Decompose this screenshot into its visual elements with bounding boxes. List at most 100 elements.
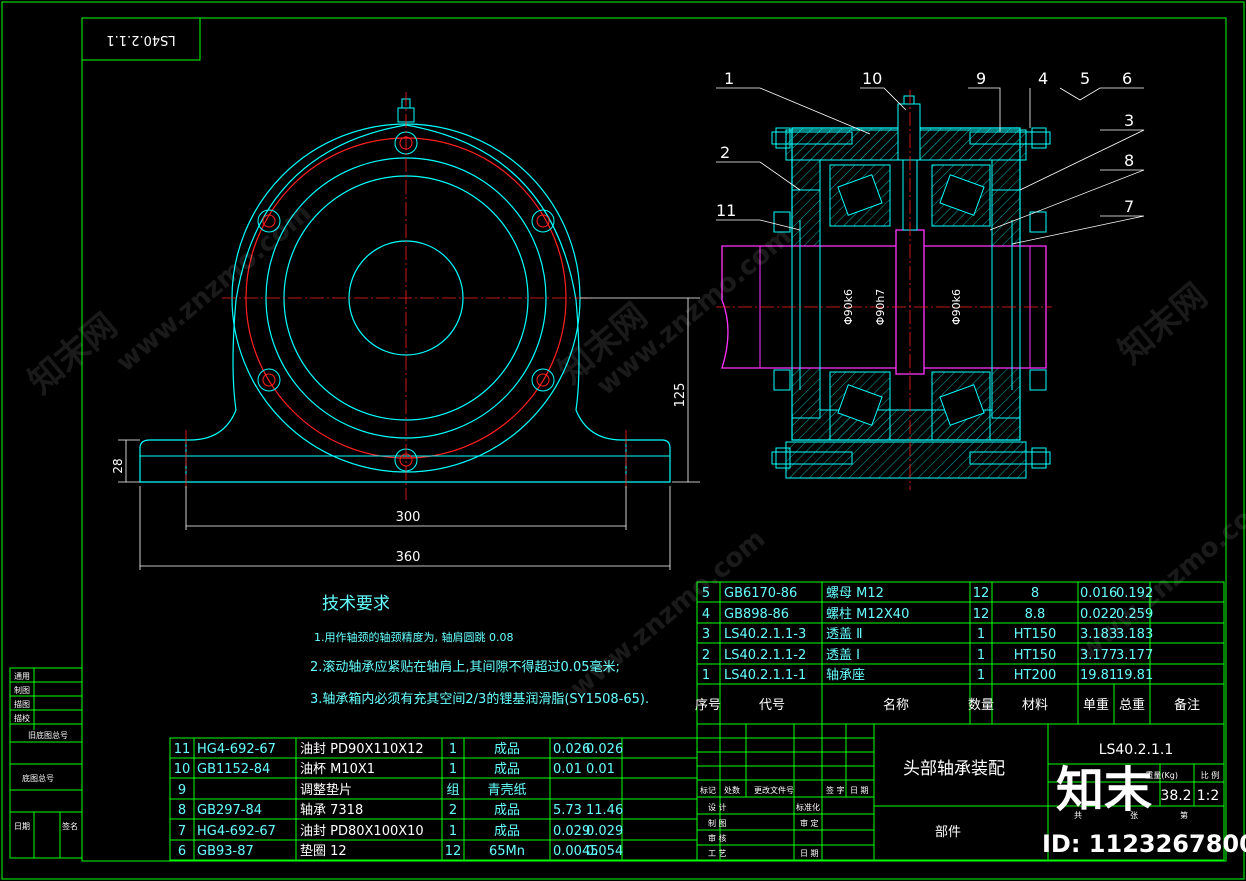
bom-cell: 1 xyxy=(449,742,457,757)
bom-cell: 螺柱 M12X40 xyxy=(826,607,909,622)
bom-cell: 0.016 xyxy=(1080,586,1117,601)
bom-cell: 油封 PD90X110X12 xyxy=(300,742,424,757)
bom-cell: 12 xyxy=(445,844,462,859)
bom-header-cell: 材料 xyxy=(1022,698,1048,713)
part-label: 5 xyxy=(1080,69,1090,88)
bom-cell: 11.46 xyxy=(586,803,623,818)
bom-cell: 12 xyxy=(973,607,990,622)
bom-cell: 8 xyxy=(1031,586,1039,601)
weight-label: 重量(Kg) xyxy=(1145,770,1178,780)
part-label: 4 xyxy=(1038,69,1048,88)
bom-header-cell: 代号 xyxy=(759,698,785,713)
bom-cell: 3.177 xyxy=(1080,648,1117,663)
drawing-no-text: LS40.2.1.1 xyxy=(1099,742,1174,758)
sign-cell-right: 审 定 xyxy=(800,818,819,828)
brand-overlay: 知末 ID: 1123267800 xyxy=(1042,762,1246,858)
margin-label: 签名 xyxy=(62,821,78,831)
sign-cell: 工 艺 xyxy=(708,849,727,858)
bom-cell: 12 xyxy=(973,586,990,601)
rev-cell: 处数 xyxy=(724,785,740,795)
part-label: 10 xyxy=(862,69,882,88)
part-label: 11 xyxy=(716,201,736,220)
bom-cell: 3 xyxy=(702,627,710,642)
bom-header-cell: 单重 xyxy=(1083,697,1109,713)
bom-cell: 3.177 xyxy=(1116,648,1153,663)
part-labels: 1 10 9 4 5 6 3 2 8 11 7 xyxy=(716,69,1134,220)
sheet-label: 第 xyxy=(1180,810,1188,820)
bom-cell: 1 xyxy=(977,627,985,642)
bom-cell: 0.192 xyxy=(1116,586,1153,601)
bom-cell: GB898-86 xyxy=(724,607,789,622)
bom-cell: 1 xyxy=(702,668,710,683)
rev-cell: 更改文件号 xyxy=(754,785,794,795)
bom-cell: 2 xyxy=(702,648,710,663)
tech-title: 技术要求 xyxy=(322,594,390,614)
part-label: 1 xyxy=(724,69,734,88)
drawing-number-box: LS40.2.1.1 xyxy=(106,32,175,47)
bom-cell: 螺母 M12 xyxy=(826,586,884,601)
category-text: 部件 xyxy=(935,825,961,840)
tech-item: 1.用作轴颈的轴颈精度为, 轴肩圆跳 0.08 xyxy=(314,630,513,644)
bom-cell: 透盖 Ⅰ xyxy=(826,648,860,663)
dim-300: 300 xyxy=(396,510,421,525)
dia-label: Φ90k6 xyxy=(950,289,963,325)
bom-cell: 5 xyxy=(702,586,710,601)
margin-label: 底图总号 xyxy=(22,773,54,783)
bom-cell: 5.73 xyxy=(553,803,582,818)
bom-cell: 成品 xyxy=(494,742,520,757)
bom-cell: 11 xyxy=(174,742,191,757)
part-label: 6 xyxy=(1122,69,1132,88)
part-label: 7 xyxy=(1124,197,1134,216)
bom-cell: LS40.2.1.1-3 xyxy=(724,627,806,642)
bom-cell: 垫圈 12 xyxy=(300,843,347,859)
bom-cell: 9 xyxy=(178,783,186,798)
bom-cell: 1 xyxy=(977,668,985,683)
dia-label: Φ90h7 xyxy=(874,289,887,326)
title-block-grid xyxy=(696,723,1225,861)
bom-cell: 0.022 xyxy=(1080,607,1117,622)
bom-cell: 组 xyxy=(446,783,459,798)
rev-cell: 签 字 xyxy=(826,785,845,795)
part-label: 8 xyxy=(1124,151,1134,170)
bom-cell: 0.054 xyxy=(586,844,623,859)
bom-cell: 7 xyxy=(178,824,186,839)
bom-cell: 成品 xyxy=(494,803,520,818)
bom-upper-grid xyxy=(696,581,1225,725)
bom-cell: 0.259 xyxy=(1116,607,1153,622)
bom-cell: 6 xyxy=(178,844,186,859)
bom-cell: HG4-692-67 xyxy=(197,824,276,839)
margin-label: 描校 xyxy=(14,713,30,723)
bom-cell: HT150 xyxy=(1014,648,1057,663)
brand-id: ID: 1123267800 xyxy=(1042,830,1246,858)
bom-header-cell: 数量 xyxy=(968,698,994,713)
bom-cell: 轴承 7318 xyxy=(300,803,363,818)
bom-cell: 0.01 xyxy=(586,762,615,777)
bom-cell: 65Mn xyxy=(489,844,525,859)
bom-cell: HT200 xyxy=(1014,668,1057,683)
sign-cell-right: 日 期 xyxy=(800,849,819,858)
brand-logo: 知末 xyxy=(1056,762,1152,818)
bom-cell: 4 xyxy=(702,607,710,622)
part-label: 2 xyxy=(720,143,730,162)
rev-cell: 日 期 xyxy=(850,786,869,795)
bom-cell: GB1152-84 xyxy=(197,762,270,777)
dim-360: 360 xyxy=(396,550,421,565)
bom-cell: 0.0045 xyxy=(553,844,599,859)
bom-cell: 成品 xyxy=(494,824,520,839)
bom-header-cell: 备注 xyxy=(1174,697,1200,713)
bom-cell: 0.026 xyxy=(586,742,623,757)
bom-cell: 2 xyxy=(449,803,457,818)
scale-label: 比 例 xyxy=(1201,770,1220,780)
weight-value: 38.2 xyxy=(1160,788,1191,804)
dim-28: 28 xyxy=(111,458,125,473)
margin-label: 旧底图总号 xyxy=(28,730,68,740)
tech-requirements: 技术要求 1.用作轴颈的轴颈精度为, 轴肩圆跳 0.08 2.滚动轴承应紧贴在轴… xyxy=(310,594,649,707)
bom-cell: 10 xyxy=(174,762,191,777)
margin-label: 日期 xyxy=(14,822,30,831)
sign-cell: 制 图 xyxy=(708,818,727,828)
scale-value: 1:2 xyxy=(1197,788,1220,804)
left-margin-labels: 通用 制图 描图 描校 旧底图总号 底图总号 日期 签名 xyxy=(14,671,78,831)
